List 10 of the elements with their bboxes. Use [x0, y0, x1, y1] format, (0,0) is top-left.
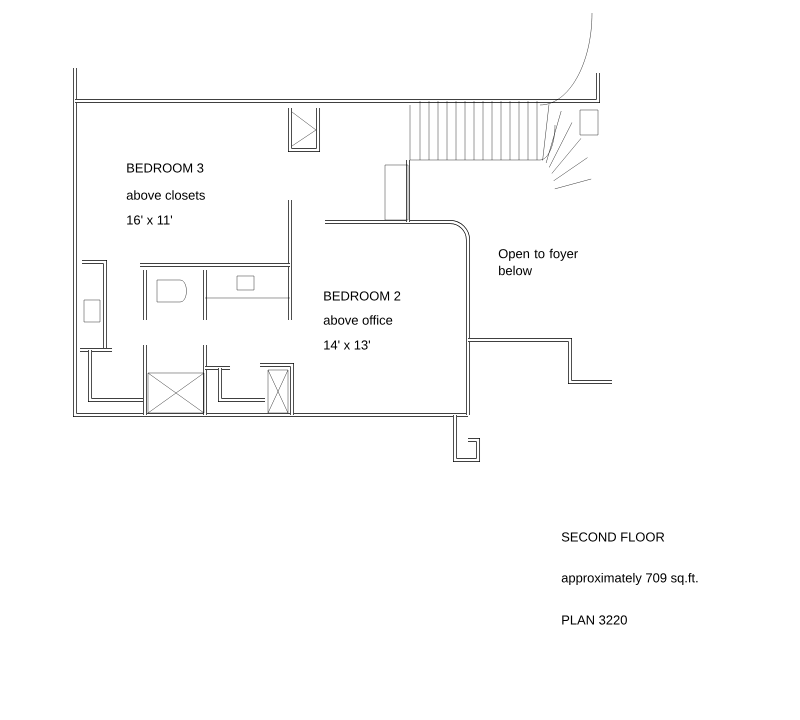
room-label: BEDROOM 2 — [324, 291, 400, 301]
area-note: Open to foyer below — [498, 248, 578, 276]
plan-note: approximately 709 sq.ft. — [562, 572, 698, 586]
room-label: above office — [324, 315, 392, 325]
plan-note: PLAN 3220 — [562, 615, 627, 625]
room-label: 14' x 13' — [324, 340, 370, 350]
room-label: 16' x 11' — [127, 215, 172, 225]
plan-note: SECOND FLOOR — [562, 532, 664, 542]
room-label: BEDROOM 3 — [127, 163, 204, 173]
room-label: above closets — [126, 190, 205, 200]
